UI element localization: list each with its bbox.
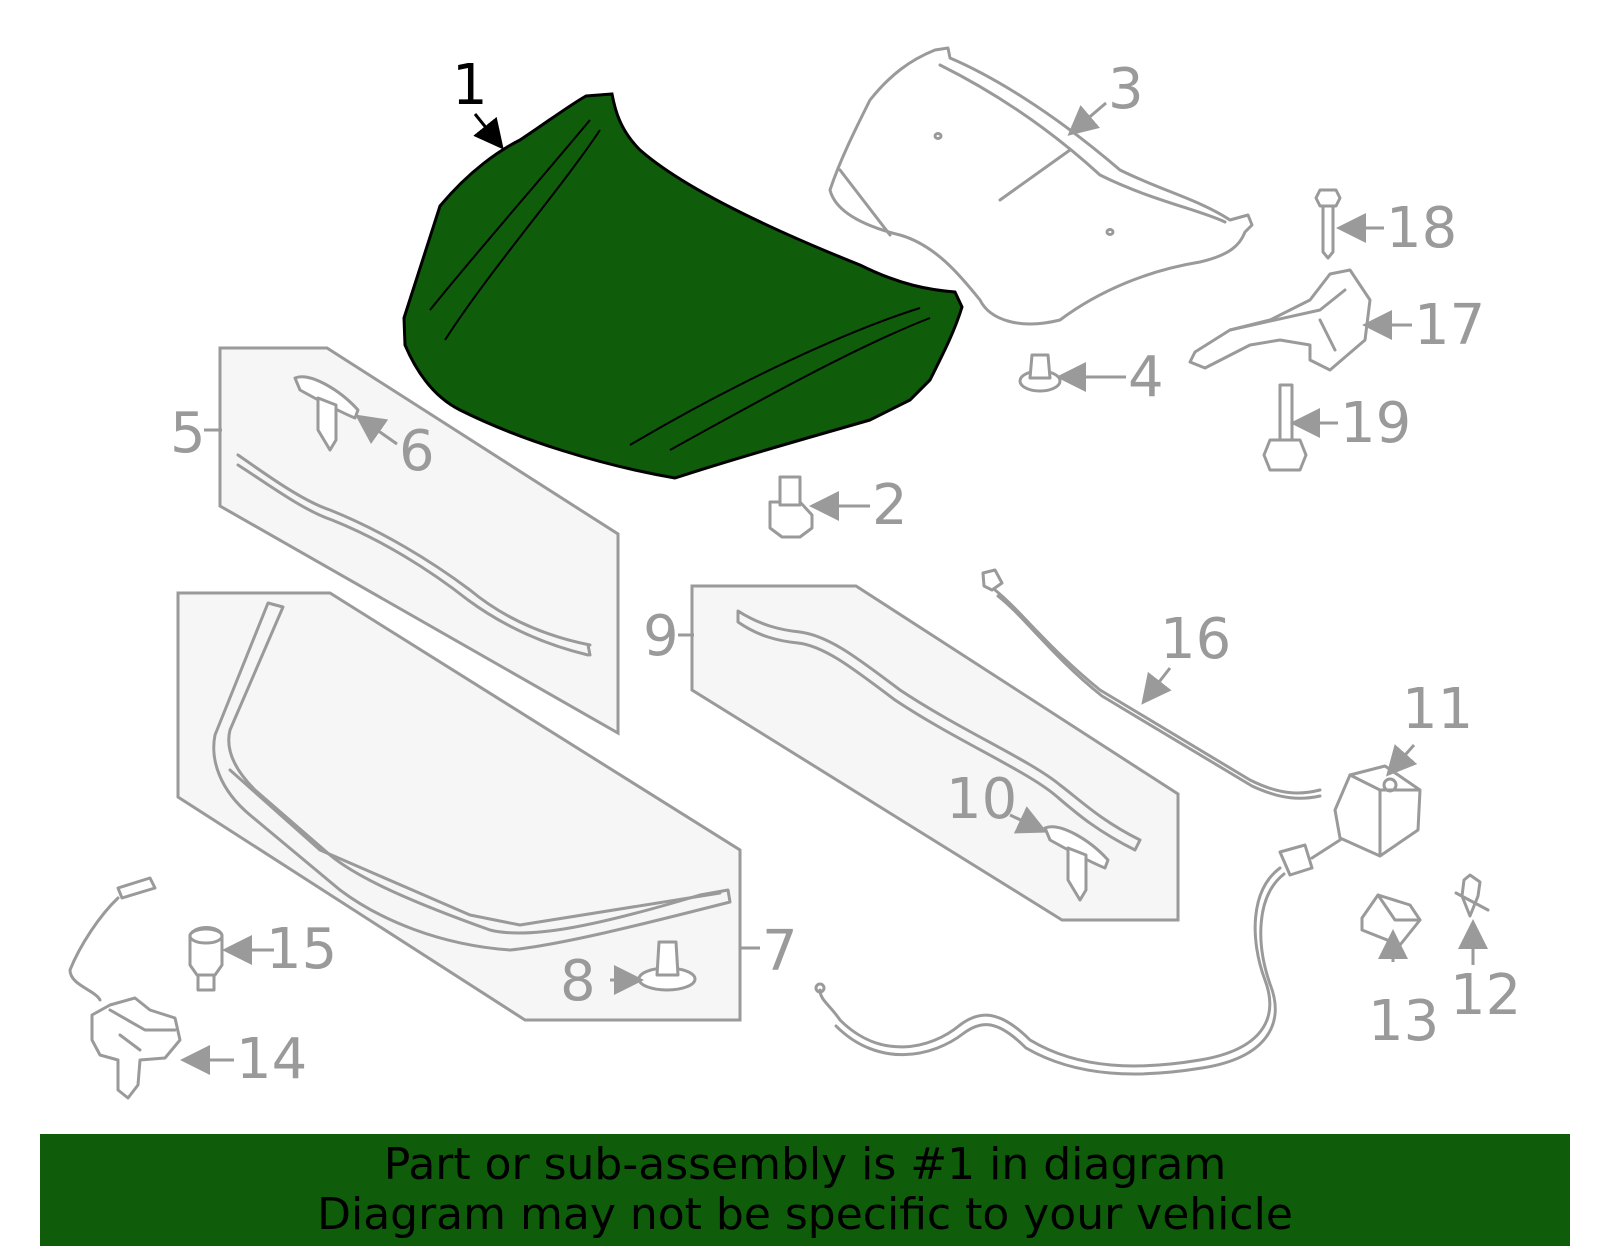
- leader-6: [355, 414, 398, 446]
- clip-part-12: [1454, 873, 1490, 918]
- callout-5: 5: [170, 401, 206, 466]
- callout-labels: 1 2 3 4 5 6 7 8 9 10 11 12 13 14 15 16 1…: [170, 53, 1521, 1092]
- seal-panel-5: [218, 346, 620, 736]
- insulator-part-3: [828, 46, 1254, 326]
- clip-part-10: [1043, 825, 1110, 902]
- leader-11: [1386, 744, 1418, 777]
- callout-15: 15: [266, 917, 337, 982]
- callout-4: 4: [1128, 345, 1164, 410]
- callout-6: 6: [399, 419, 435, 484]
- callout-1: 1: [452, 53, 488, 118]
- callout-11: 11: [1402, 677, 1473, 742]
- callout-8: 8: [560, 949, 596, 1014]
- info-banner: Part or sub-assembly is #1 in diagram Di…: [40, 1134, 1570, 1246]
- banner-line-disclaimer: Diagram may not be specific to your vehi…: [317, 1189, 1293, 1240]
- callout-19: 19: [1340, 391, 1411, 456]
- hood-part-1: [402, 92, 964, 480]
- callout-9: 9: [643, 604, 679, 669]
- bolt-part-19: [1262, 383, 1308, 472]
- bumper-part-2: [768, 475, 814, 539]
- seal-panel-7: [176, 591, 742, 1022]
- leader-16: [1141, 667, 1172, 705]
- callout-18: 18: [1386, 196, 1457, 261]
- leader-10: [1009, 806, 1048, 834]
- leader-lines: [180, 101, 1488, 1075]
- rod-part-16: [981, 568, 1322, 800]
- callout-7: 7: [762, 919, 798, 984]
- clip-part-6: [293, 375, 360, 452]
- latch-part-11: [814, 764, 1422, 1076]
- hinge-part-17: [1188, 268, 1372, 372]
- bumper-part-15: [188, 926, 224, 992]
- banner-line-part: Part or sub-assembly is #1 in diagram: [383, 1139, 1227, 1190]
- callout-10: 10: [946, 767, 1017, 832]
- callout-17: 17: [1414, 293, 1485, 358]
- bolt-part-18: [1314, 188, 1342, 260]
- callout-14: 14: [236, 1027, 307, 1092]
- pin-part-8: [637, 940, 697, 992]
- lock-part-14: [68, 876, 182, 1100]
- clip-part-13: [1360, 893, 1422, 947]
- callout-16: 16: [1160, 607, 1231, 672]
- bumper-part-4: [1018, 353, 1062, 393]
- callout-12: 12: [1450, 963, 1521, 1028]
- callout-2: 2: [872, 473, 908, 538]
- callout-13: 13: [1368, 989, 1439, 1054]
- seal-panel-9: [690, 584, 1180, 922]
- callout-3: 3: [1108, 57, 1144, 122]
- leader-3: [1067, 101, 1107, 136]
- leader-1: [473, 113, 504, 150]
